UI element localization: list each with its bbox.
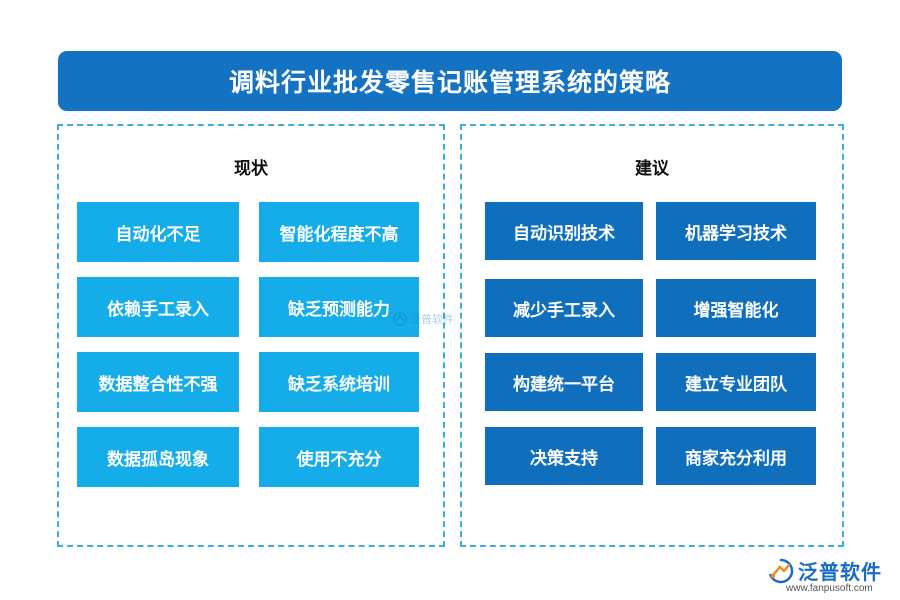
brand-logo: 泛普软件 [768, 556, 882, 585]
brand-logo-icon [769, 558, 794, 583]
status-item: 缺乏系统培训 [259, 352, 419, 412]
status-item: 缺乏预测能力 [259, 277, 419, 337]
status-item: 依赖手工录入 [77, 277, 239, 337]
status-item: 数据整合性不强 [77, 352, 239, 412]
status-item: 自动化不足 [77, 202, 239, 262]
suggestion-item: 建立专业团队 [656, 353, 816, 411]
watermark: 泛普软件 [393, 311, 454, 327]
suggestion-item: 增强智能化 [656, 279, 816, 337]
suggestion-item: 决策支持 [485, 427, 643, 485]
suggestion-item: 减少手工录入 [485, 279, 643, 337]
suggestions-panel: 建议 [460, 124, 844, 547]
suggestion-item: 机器学习技术 [656, 202, 816, 260]
current-status-panel: 现状 [57, 124, 445, 547]
watermark-text: 泛普软件 [410, 313, 454, 326]
suggestion-item: 构建统一平台 [485, 353, 643, 411]
page-title: 调料行业批发零售记账管理系统的策略 [58, 51, 842, 111]
watermark-logo-icon [393, 312, 407, 326]
status-item: 数据孤岛现象 [77, 427, 239, 487]
status-item: 智能化程度不高 [259, 202, 419, 262]
status-item: 使用不充分 [259, 427, 419, 487]
suggestion-item: 商家充分利用 [656, 427, 816, 485]
current-status-heading: 现状 [234, 159, 268, 179]
suggestions-heading: 建议 [635, 159, 669, 179]
suggestion-item: 自动识别技术 [485, 202, 643, 260]
brand-name: 泛普软件 [798, 560, 882, 584]
brand-url: www.fanpusoft.com [786, 583, 873, 594]
